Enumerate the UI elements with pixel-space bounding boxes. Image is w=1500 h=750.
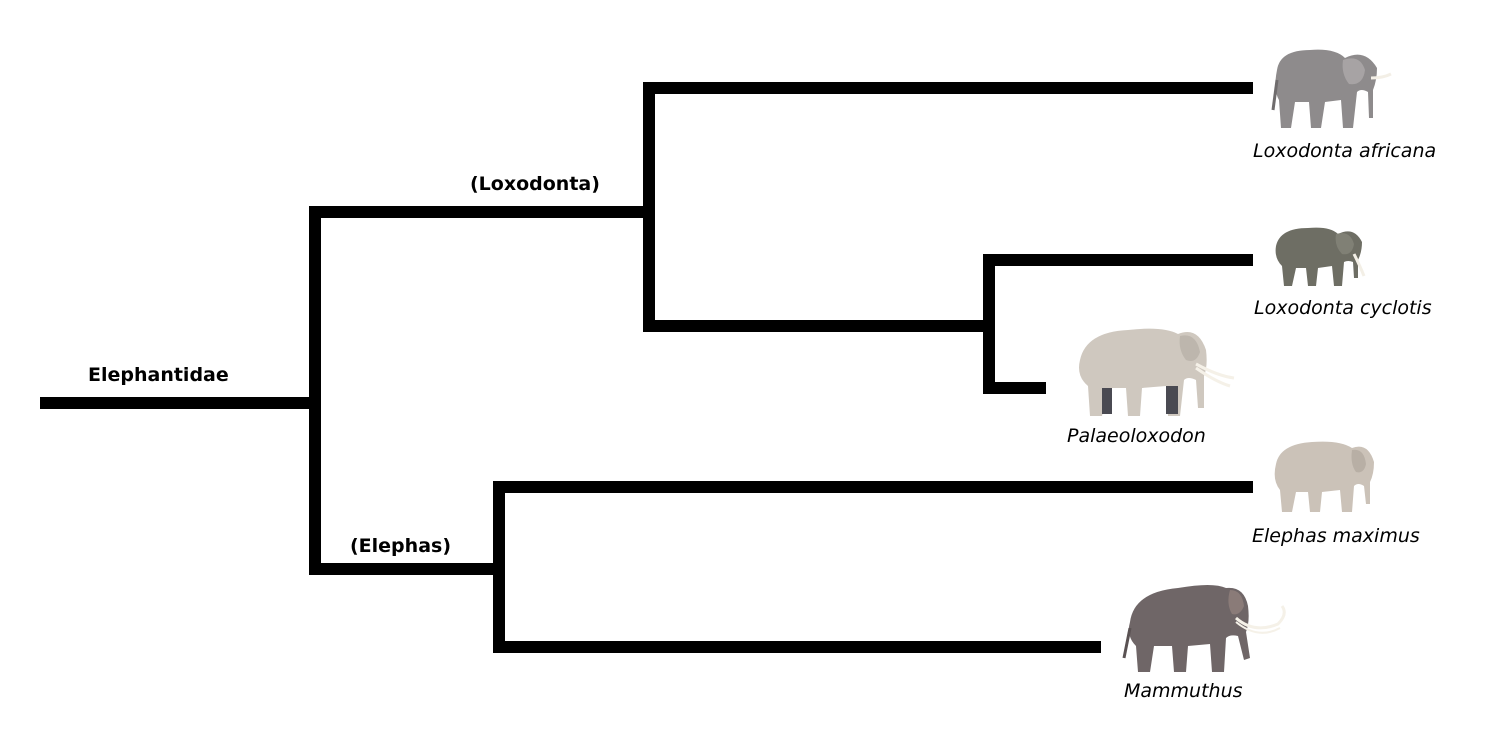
asian-elephant-icon <box>1274 441 1374 512</box>
africana-branch <box>643 82 1253 94</box>
maximus-branch <box>493 481 1253 493</box>
taxon-label-loxodonta-cyclotis: Loxodonta cyclotis <box>1254 297 1432 319</box>
palaeoloxodon-branch <box>983 382 1046 394</box>
taxon-label-loxodonta-africana: Loxodonta africana <box>1253 140 1437 162</box>
root-label: Elephantidae <box>88 364 229 386</box>
taxon-label-elephas-maximus: Elephas maximus <box>1252 525 1420 547</box>
mammoth-icon <box>1122 585 1286 672</box>
cyclotis-branch <box>983 254 1253 266</box>
taxon-label-mammuthus: Mammuthus <box>1124 680 1243 702</box>
loxodonta-node-vertical <box>643 82 655 332</box>
inner-node-vertical <box>983 254 995 394</box>
clade-label-loxodonta: (Loxodonta) <box>470 173 600 195</box>
elephas-node-vertical <box>493 481 505 653</box>
straight-tusked-elephant-icon <box>1079 328 1235 416</box>
root-node-vertical <box>309 206 321 575</box>
elephas-branch <box>309 563 505 575</box>
african-forest-elephant-icon <box>1275 227 1366 286</box>
clade-label-elephas: (Elephas) <box>350 535 452 557</box>
root-branch <box>40 397 320 409</box>
mammuthus-branch <box>493 641 1101 653</box>
loxodonta-branch <box>309 206 655 218</box>
taxon-label-palaeoloxodon: Palaeoloxodon <box>1067 425 1206 447</box>
inner-loxodonta-branch <box>643 320 995 332</box>
african-bush-elephant-icon <box>1271 49 1392 128</box>
